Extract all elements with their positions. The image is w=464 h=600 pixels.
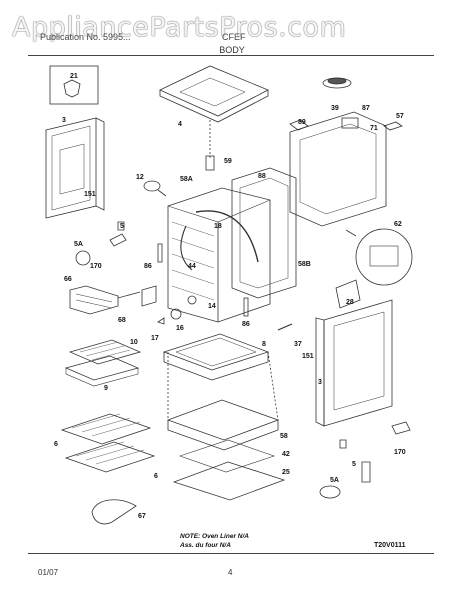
callout-25: 25 xyxy=(282,469,290,476)
footer-page-number: 4 xyxy=(228,568,233,577)
part-14-sensor xyxy=(187,295,197,305)
part-44-wire xyxy=(180,225,193,271)
callout-89: 89 xyxy=(298,119,306,126)
callout-58A: 58A xyxy=(180,176,193,183)
part-57-plate xyxy=(383,121,403,131)
part-5-screw xyxy=(117,221,125,231)
callout-151-right: 151 xyxy=(302,353,314,360)
part-6-rack-lower xyxy=(64,441,156,473)
callout-66: 66 xyxy=(64,276,72,283)
header-rule xyxy=(28,55,434,56)
callout-3-right: 3 xyxy=(318,379,322,386)
part-5-leveler xyxy=(361,461,371,483)
callout-151-left: 151 xyxy=(84,191,96,198)
part-58B-side-panel xyxy=(231,167,297,299)
part-67-element xyxy=(91,499,137,525)
callout-28: 28 xyxy=(346,299,354,306)
part-87-bracket xyxy=(341,117,359,129)
part-5-screw-right xyxy=(339,439,347,449)
callout-21: 21 xyxy=(70,73,78,80)
callout-88: 88 xyxy=(258,173,266,180)
callout-18: 18 xyxy=(214,223,222,230)
part-21-icon xyxy=(63,79,81,98)
part-37-pin xyxy=(277,323,293,331)
callout-71: 71 xyxy=(370,125,378,132)
part-42-panel xyxy=(179,439,275,473)
callout-9: 9 xyxy=(104,385,108,392)
part-9-broil-pan xyxy=(64,355,140,381)
callout-57: 57 xyxy=(396,113,404,120)
callout-42: 42 xyxy=(282,451,290,458)
part-5A-foot xyxy=(75,250,91,266)
part-18-wire-harness xyxy=(195,210,259,263)
part-17 xyxy=(157,317,165,325)
part-58-insulation xyxy=(166,399,280,441)
callout-58: 58 xyxy=(280,433,288,440)
publication-number: Publication No. 5995... xyxy=(40,32,131,42)
part-28-bracket xyxy=(335,279,361,309)
part-59 xyxy=(205,155,215,171)
part-3-door-left xyxy=(45,117,97,219)
callout-16: 16 xyxy=(176,325,184,332)
oven-body xyxy=(167,187,271,323)
footer-date: 01/07 xyxy=(38,568,59,577)
callout-87: 87 xyxy=(362,105,370,112)
callout-10: 10 xyxy=(130,339,138,346)
callout-5A-left: 5A xyxy=(74,241,83,248)
callout-86-left: 86 xyxy=(144,263,152,270)
callout-170-left: 170 xyxy=(90,263,102,270)
callout-17: 17 xyxy=(151,335,159,342)
note-line-1: NOTE: Oven Liner N/A xyxy=(180,533,249,540)
part-5A-leg xyxy=(319,485,341,499)
part-12-switch xyxy=(143,180,161,192)
part-62-terminal-detail xyxy=(355,228,413,286)
footer-rule xyxy=(28,553,434,554)
part-89-clip xyxy=(289,119,309,131)
part-25-bottom xyxy=(172,461,286,501)
drawing-code: T20V0111 xyxy=(374,542,406,549)
callout-58B: 58B xyxy=(298,261,311,268)
page-title: BODY xyxy=(219,45,245,55)
callout-3-left: 3 xyxy=(62,117,66,124)
callout-37: 37 xyxy=(294,341,302,348)
part-box-21 xyxy=(49,65,99,105)
note-line-2: Ass. du four N/A xyxy=(179,542,231,549)
part-10-broil-insert xyxy=(68,339,142,365)
callout-59: 59 xyxy=(224,158,232,165)
callout-39: 39 xyxy=(331,105,339,112)
part-28-vent xyxy=(141,285,157,307)
part-170-bracket xyxy=(109,233,127,247)
callout-62: 62 xyxy=(394,221,402,228)
callout-5-right: 5 xyxy=(352,461,356,468)
callout-67: 67 xyxy=(138,513,146,520)
callout-6-upper: 6 xyxy=(54,441,58,448)
part-66-bake-element xyxy=(69,285,119,315)
part-71-back-panel xyxy=(289,111,387,227)
callout-4: 4 xyxy=(178,121,182,128)
callout-5A-right: 5A xyxy=(330,477,339,484)
callout-170-right: 170 xyxy=(394,449,406,456)
part-4-top-panel xyxy=(159,65,269,117)
part-170-bracket-right xyxy=(391,421,411,435)
part-6-rack-upper xyxy=(60,413,152,445)
part-4-top-panel-edge xyxy=(159,90,269,123)
callout-6-lower: 6 xyxy=(154,473,158,480)
callout-8: 8 xyxy=(262,341,266,348)
callout-44: 44 xyxy=(188,263,196,270)
part-86-left xyxy=(157,243,163,263)
callout-12: 12 xyxy=(136,174,144,181)
part-16 xyxy=(170,308,182,320)
callout-14: 14 xyxy=(208,303,216,310)
part-86-right xyxy=(243,297,249,317)
model-code: CFEF xyxy=(222,32,246,42)
callout-5-left: 5 xyxy=(120,223,124,230)
callout-86-right: 86 xyxy=(242,321,250,328)
callout-68: 68 xyxy=(118,317,126,324)
watermark: AppliancePartsPros.com xyxy=(12,12,347,43)
